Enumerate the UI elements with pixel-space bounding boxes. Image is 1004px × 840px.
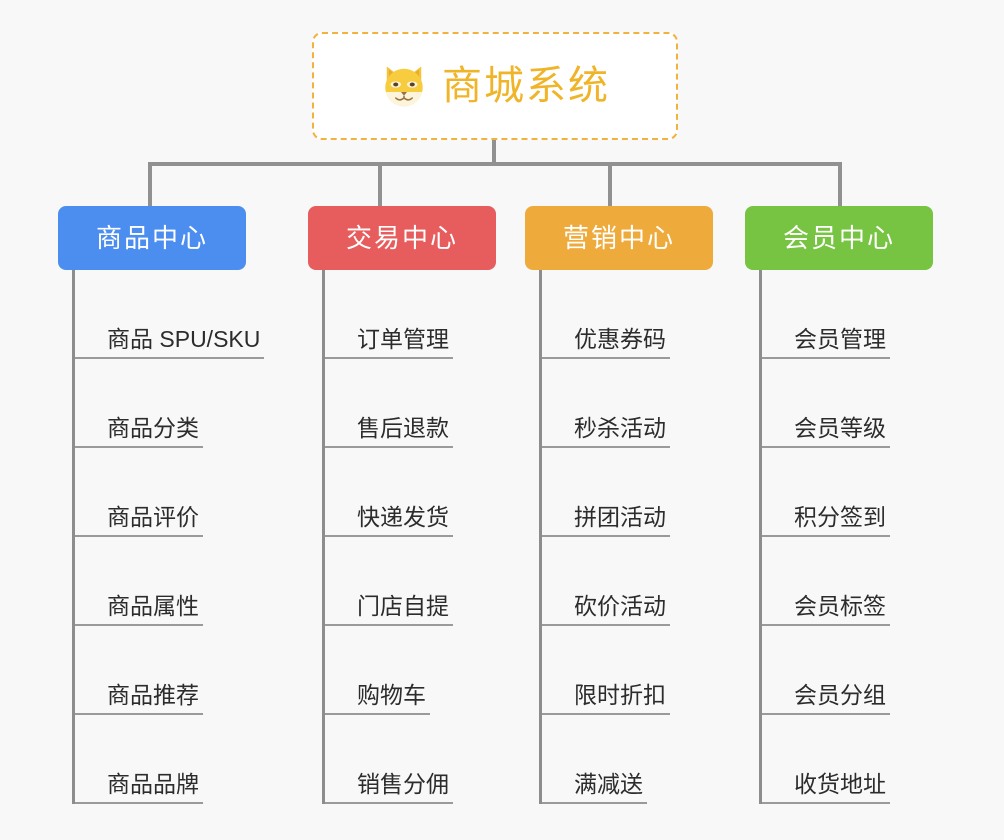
leaf-item-label: 会员管理 (794, 326, 886, 352)
leaf-item-label: 拼团活动 (574, 504, 666, 530)
leaf-list-2: 订单管理售后退款快递发货门店自提购物车销售分佣 (322, 270, 496, 804)
leaf-item-label: 快递发货 (357, 504, 449, 530)
leaf-item-label: 限时折扣 (574, 682, 666, 708)
leaf-item-underline (542, 535, 670, 537)
leaf-item-label: 会员等级 (794, 415, 886, 441)
leaf-item-underline (762, 802, 890, 804)
leaf-item-underline (542, 357, 670, 359)
category-label-2: 交易中心 (345, 223, 458, 253)
leaf-item[interactable]: 会员等级 (762, 359, 933, 448)
leaf-item[interactable]: 会员标签 (762, 537, 933, 626)
category-box-1[interactable]: 商品中心 (58, 206, 246, 270)
leaf-list-4: 会员管理会员等级积分签到会员标签会员分组收货地址 (759, 270, 933, 804)
connector-drop-2 (378, 162, 382, 208)
leaf-item-label: 商品品牌 (107, 771, 199, 797)
leaf-item-label: 秒杀活动 (574, 415, 666, 441)
leaf-item-label: 会员标签 (794, 593, 886, 619)
leaf-item[interactable]: 销售分佣 (325, 715, 496, 804)
connector-stem (492, 140, 496, 164)
leaf-item[interactable]: 商品推荐 (75, 626, 246, 715)
leaf-item-label: 积分签到 (794, 504, 886, 530)
leaf-item-underline (325, 624, 453, 626)
category-label-1: 商品中心 (95, 223, 208, 253)
leaf-item-label: 商品分类 (107, 415, 199, 441)
branch-column-3: 营销中心 优惠券码秒杀活动拼团活动砍价活动限时折扣满减送 (525, 206, 713, 804)
leaf-item[interactable]: 商品品牌 (75, 715, 246, 804)
shiba-dog-face-icon (385, 66, 423, 108)
branch-column-2: 交易中心 订单管理售后退款快递发货门店自提购物车销售分佣 (308, 206, 496, 804)
leaf-item[interactable]: 快递发货 (325, 448, 496, 537)
leaf-item-underline (75, 713, 203, 715)
leaf-item[interactable]: 商品评价 (75, 448, 246, 537)
leaf-item[interactable]: 售后退款 (325, 359, 496, 448)
leaf-list-3: 优惠券码秒杀活动拼团活动砍价活动限时折扣满减送 (539, 270, 713, 804)
leaf-item[interactable]: 商品 SPU/SKU (75, 270, 264, 359)
root-title: 商城系统 (442, 64, 610, 108)
leaf-item[interactable]: 砍价活动 (542, 537, 713, 626)
leaf-item-underline (325, 802, 453, 804)
leaf-item[interactable]: 拼团活动 (542, 448, 713, 537)
leaf-item-underline (542, 713, 670, 715)
leaf-item-label: 商品推荐 (107, 682, 199, 708)
leaf-item-label: 购物车 (357, 682, 426, 708)
root-node[interactable]: 商城系统 (312, 32, 678, 140)
leaf-item[interactable]: 订单管理 (325, 270, 496, 359)
leaf-item-label: 销售分佣 (357, 771, 449, 797)
connector-horizontal-bar (148, 162, 842, 166)
leaf-item-underline (75, 535, 203, 537)
leaf-item-underline (75, 357, 264, 359)
category-box-4[interactable]: 会员中心 (745, 206, 933, 270)
leaf-item[interactable]: 秒杀活动 (542, 359, 713, 448)
connector-drop-3 (608, 162, 612, 208)
leaf-item[interactable]: 会员分组 (762, 626, 933, 715)
leaf-item-label: 商品评价 (107, 504, 199, 530)
leaf-item-underline (325, 357, 453, 359)
leaf-item[interactable]: 积分签到 (762, 448, 933, 537)
category-label-4: 会员中心 (782, 223, 895, 253)
branch-column-4: 会员中心 会员管理会员等级积分签到会员标签会员分组收货地址 (745, 206, 933, 804)
leaf-item-label: 商品 SPU/SKU (107, 326, 261, 352)
leaf-item-label: 优惠券码 (574, 326, 666, 352)
leaf-item-label: 商品属性 (107, 593, 199, 619)
leaf-item-underline (75, 802, 203, 804)
leaf-item[interactable]: 门店自提 (325, 537, 496, 626)
leaf-item[interactable]: 优惠券码 (542, 270, 713, 359)
leaf-item[interactable]: 收货地址 (762, 715, 933, 804)
category-label-3: 营销中心 (562, 223, 675, 253)
leaf-item-label: 会员分组 (794, 682, 886, 708)
leaf-item-label: 砍价活动 (574, 593, 666, 619)
root-node-content: 商城系统 (380, 62, 610, 110)
category-box-3[interactable]: 营销中心 (525, 206, 713, 270)
leaf-item-underline (325, 535, 453, 537)
leaf-item-label: 售后退款 (357, 415, 449, 441)
branch-column-1: 商品中心 商品 SPU/SKU 商品分类商品评价商品属性商品推荐商品品牌 (58, 206, 264, 804)
connector-drop-1 (148, 162, 152, 208)
leaf-item[interactable]: 商品属性 (75, 537, 246, 626)
leaf-item-underline (762, 357, 890, 359)
leaf-item-underline (75, 624, 203, 626)
leaf-item-underline (75, 446, 203, 448)
leaf-item-underline (762, 446, 890, 448)
leaf-item-underline (762, 624, 890, 626)
leaf-item-underline (542, 446, 670, 448)
category-box-2[interactable]: 交易中心 (308, 206, 496, 270)
leaf-item-underline (542, 802, 647, 804)
leaf-item[interactable]: 会员管理 (762, 270, 933, 359)
leaf-item-underline (762, 713, 890, 715)
leaf-item-label: 门店自提 (357, 593, 449, 619)
leaf-item-label: 订单管理 (357, 326, 449, 352)
connector-drop-4 (838, 162, 842, 208)
leaf-item-label: 满减送 (574, 771, 643, 797)
leaf-list-1: 商品 SPU/SKU 商品分类商品评价商品属性商品推荐商品品牌 (72, 270, 264, 804)
leaf-item[interactable]: 购物车 (325, 626, 496, 715)
leaf-item[interactable]: 限时折扣 (542, 626, 713, 715)
leaf-item-underline (325, 446, 453, 448)
leaf-item[interactable]: 满减送 (542, 715, 713, 804)
leaf-item-underline (542, 624, 670, 626)
leaf-item-underline (325, 713, 430, 715)
leaf-item[interactable]: 商品分类 (75, 359, 246, 448)
leaf-item-label: 收货地址 (794, 771, 886, 797)
leaf-item-underline (762, 535, 890, 537)
